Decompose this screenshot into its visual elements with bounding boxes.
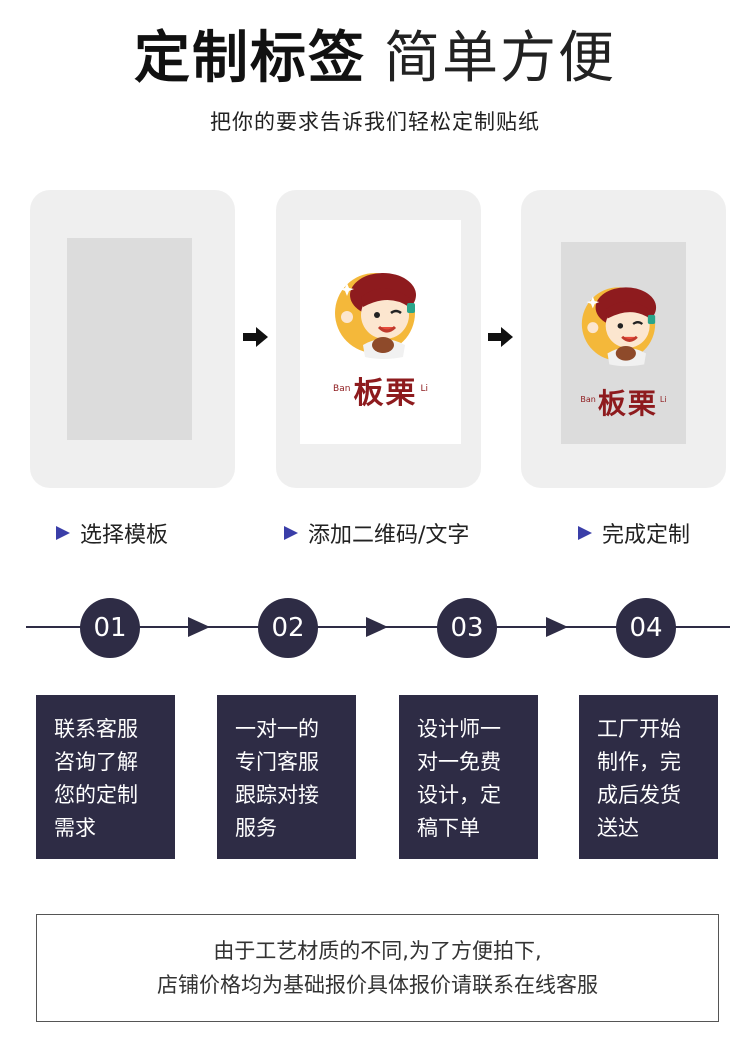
step-number-03: 03 <box>437 598 497 658</box>
timeline-arrow-icon <box>366 617 388 637</box>
timeline-arrow-icon <box>188 617 210 637</box>
brand-name: 板栗 <box>353 376 418 411</box>
step-number-01: 01 <box>80 598 140 658</box>
blank-label-placeholder <box>67 238 192 440</box>
notice-line-2: 店铺价格均为基础报价具体报价请联系在线客服 <box>157 973 598 997</box>
process-box-design: 设计师一 对一免费 设计，定 稿下单 <box>399 695 538 859</box>
step-label-add-qrcode-text: 添加二维码/文字 <box>284 517 469 549</box>
template-card-blank[interactable] <box>30 190 235 488</box>
notice-line-1: 由于工艺材质的不同,为了方便拍下, <box>213 939 542 963</box>
brand-name: 板栗 <box>597 387 658 420</box>
process-box-production: 工厂开始 制作，完 成后发货 送达 <box>579 695 718 859</box>
brand-pinyin-left: Ban <box>333 384 351 394</box>
timeline-arrow-icon <box>546 617 568 637</box>
title-light: 简单方便 <box>384 26 616 91</box>
brand-pinyin-left: Ban <box>580 395 596 404</box>
brand-pinyin-right: Li <box>420 384 428 394</box>
step-label-select-template: 选择模板 <box>56 517 168 549</box>
step-number-04: 04 <box>616 598 676 658</box>
bullet-triangle-icon <box>578 526 592 540</box>
process-box-service: 一对一的 专门客服 跟踪对接 服务 <box>217 695 356 859</box>
bullet-triangle-icon <box>284 526 298 540</box>
page-title: 定制标签简单方便 <box>0 26 750 92</box>
brand-pinyin-right: Li <box>659 395 667 404</box>
right-arrow-icon <box>243 326 269 348</box>
step-label-complete: 完成定制 <box>578 517 690 549</box>
bullet-triangle-icon <box>56 526 70 540</box>
chestnut-mascot-logo <box>333 265 429 365</box>
chestnut-mascot-logo <box>580 280 668 372</box>
process-box-contact: 联系客服 咨询了解 您的定制 需求 <box>36 695 175 859</box>
title-bold: 定制标签 <box>134 26 366 91</box>
pricing-notice: 由于工艺材质的不同,为了方便拍下, 店铺价格均为基础报价具体报价请联系在线客服 <box>36 914 719 1022</box>
step-number-02: 02 <box>258 598 318 658</box>
page-subtitle: 把你的要求告诉我们轻松定制贴纸 <box>210 110 540 134</box>
right-arrow-icon <box>488 326 514 348</box>
